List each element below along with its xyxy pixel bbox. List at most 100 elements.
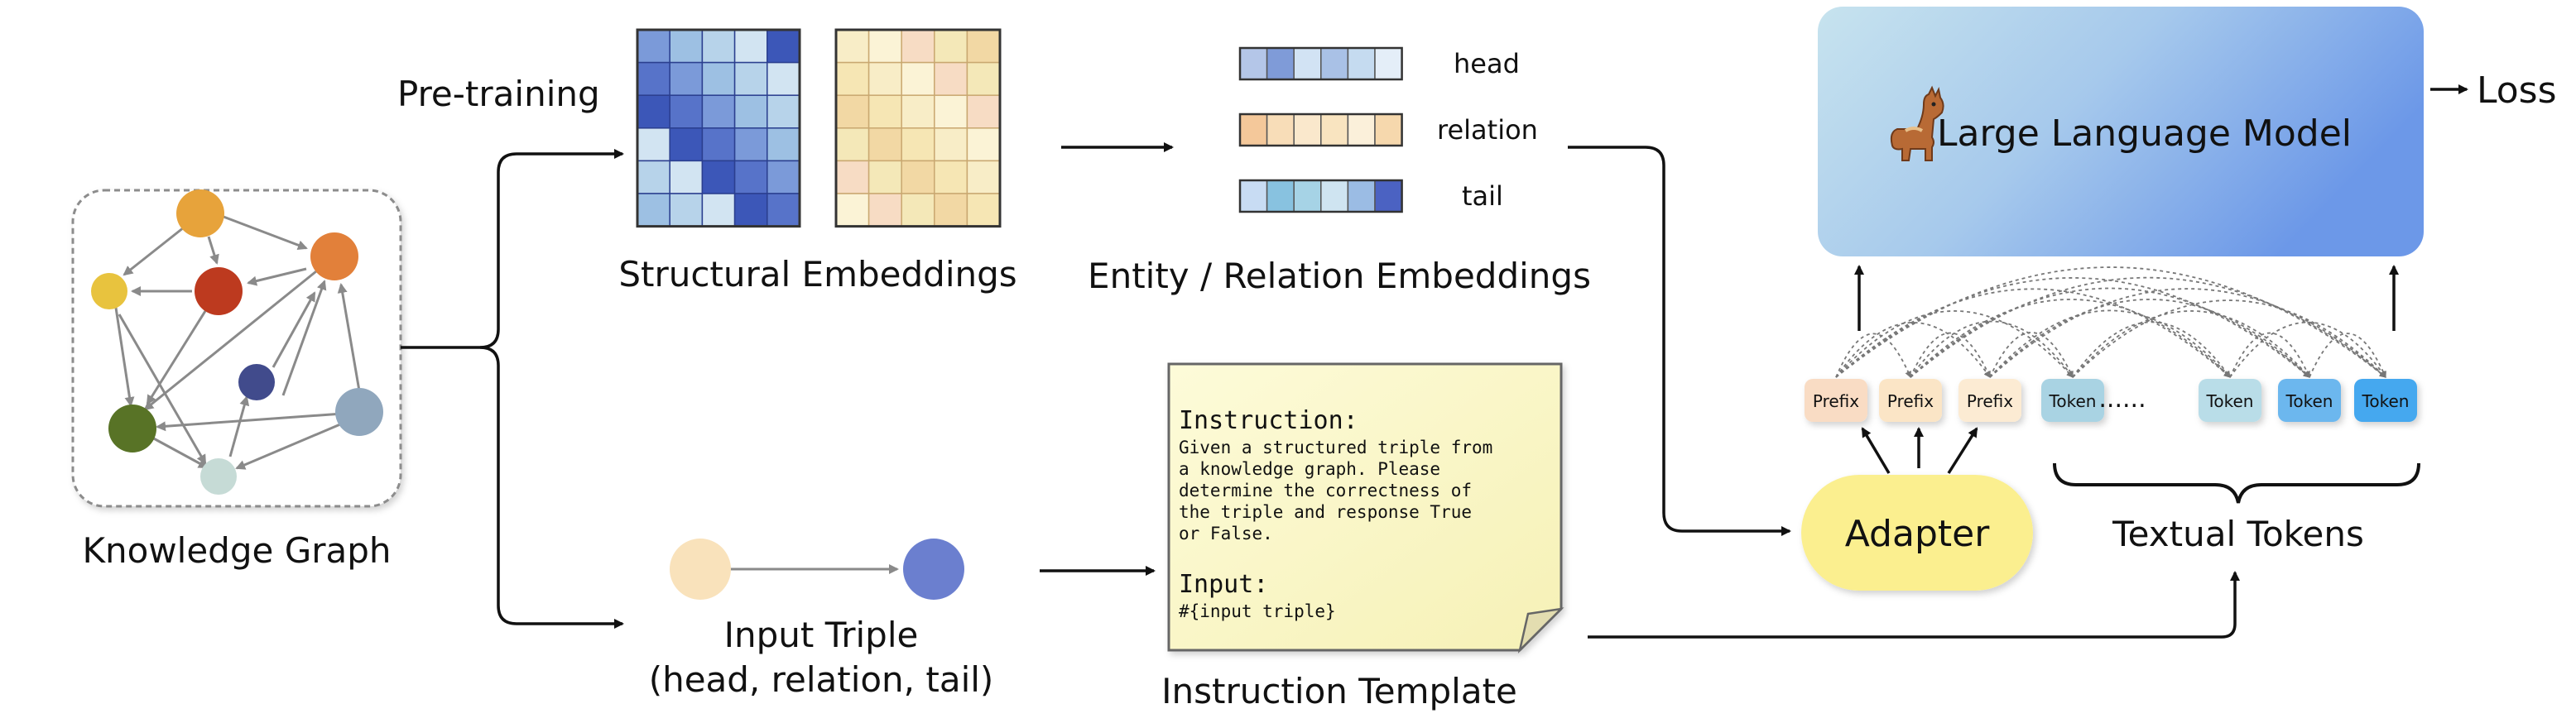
instruction-line: a knowledge graph. Please [1179, 459, 1440, 479]
attention-arc [1835, 333, 1911, 378]
attention-arc [2072, 321, 2231, 378]
attention-arc [1910, 320, 2074, 378]
embedding-cell [1347, 180, 1376, 213]
embedding-cell [701, 29, 736, 64]
embedding-cell [1266, 113, 1295, 146]
embedding-matrix-border [834, 28, 1002, 228]
knowledge-graph-edges [114, 215, 363, 470]
embedding-cell [1347, 47, 1376, 80]
attention-arc [2072, 310, 2310, 378]
embedding-cell [966, 29, 1001, 64]
arrow-template-to-textual-tokens [1588, 571, 2240, 639]
kg-node [238, 364, 275, 400]
text-token [2354, 379, 2417, 422]
branch-connector [401, 149, 624, 629]
token-label: Token [2049, 391, 2097, 411]
embedding-cell [901, 127, 935, 162]
token-label: Token [2285, 391, 2333, 411]
textual-tokens-brace [2053, 462, 2420, 504]
embedding-cell [901, 193, 935, 227]
kg-node [176, 189, 224, 237]
kg-edge [281, 280, 327, 396]
embedding-cell [867, 193, 902, 227]
embedding-cell [1374, 180, 1403, 213]
kg-node [91, 273, 127, 309]
prefix-token [1805, 379, 1867, 422]
embedding-cell [835, 29, 870, 64]
embedding-cell [1320, 180, 1349, 213]
embedding-cell [867, 127, 902, 162]
embedding-cell [1239, 113, 1268, 146]
attention-arc [2229, 332, 2310, 378]
embedding-cell [1239, 47, 1268, 80]
embedding-vector-border [1238, 46, 1403, 81]
kg-edge [247, 267, 307, 286]
entity-relation-embeddings: head relation tail Entity / Relation Emb… [1088, 46, 1591, 296]
llm-label: Large Language Model [1937, 113, 2352, 155]
structural-embedding-matrix-yellow [834, 28, 1002, 228]
adapter-label: Adapter [1845, 513, 1990, 555]
kg-edge [114, 307, 135, 407]
embedding-cell [934, 127, 968, 162]
attention-arc [1910, 332, 1991, 378]
embedding-cell [901, 94, 935, 129]
embedding-cell [835, 160, 870, 194]
kg-edge [272, 291, 316, 368]
embedding-cell [934, 29, 968, 64]
instruction-template-label: Instruction Template [1161, 671, 1517, 711]
structural-embeddings: Structural Embeddings [618, 28, 1017, 294]
embedding-cell [767, 127, 800, 162]
large-language-model [1818, 7, 2424, 256]
embedding-cell [1266, 180, 1295, 213]
embedding-cell [733, 127, 768, 162]
attention-arc [2309, 333, 2386, 378]
attention-arc [1835, 266, 2386, 378]
embedding-cell [701, 61, 736, 96]
attention-arc [1989, 288, 2386, 378]
kg-edge [156, 412, 344, 432]
embedding-vector-border [1238, 179, 1403, 213]
embedding-cell [1239, 180, 1268, 213]
branch-lower [479, 346, 624, 629]
embedding-cell [1293, 180, 1322, 213]
embedding-cell [966, 127, 1001, 162]
adapter-block: Adapter [1801, 427, 2033, 591]
embedding-cell [1320, 47, 1349, 80]
textual-tokens-label: Textual Tokens [2112, 514, 2364, 554]
embedding-cell [767, 94, 800, 129]
embedding-cell [637, 160, 670, 194]
embedding-cell [1293, 47, 1322, 80]
embedding-cell [733, 160, 768, 194]
loss-label: Loss [2477, 69, 2557, 112]
embedding-cell [733, 61, 768, 96]
attention-arc [2072, 299, 2386, 378]
kg-edge [207, 236, 219, 265]
embedding-cell [867, 94, 902, 129]
embedding-cell [966, 94, 1001, 129]
embedding-cell [767, 160, 800, 194]
kg-edge [123, 226, 185, 276]
kg-edge [146, 310, 207, 405]
embedding-cell [701, 160, 736, 194]
kg-edge [228, 395, 250, 457]
kg-edge [118, 314, 207, 465]
embedding-matrix-border [636, 28, 801, 228]
instruction-line: the triple and response True [1179, 502, 1472, 522]
embedding-cell [835, 193, 870, 227]
text-token [2199, 379, 2261, 422]
text-token [2278, 379, 2341, 422]
input-triple: Input Triple (head, relation, tail) [649, 539, 993, 700]
kg-node [200, 458, 237, 495]
attention-arc [1835, 277, 2310, 378]
instruction-line: or False. [1179, 524, 1273, 543]
kg-node [310, 232, 358, 280]
embedding-cell [867, 160, 902, 194]
text-token [2041, 379, 2104, 422]
embedding-cell [669, 127, 704, 162]
tail-label: tail [1462, 180, 1503, 212]
branch-upper [479, 149, 624, 349]
kg-node [195, 267, 243, 315]
embedding-cell [934, 193, 968, 227]
embedding-cell [901, 29, 935, 64]
